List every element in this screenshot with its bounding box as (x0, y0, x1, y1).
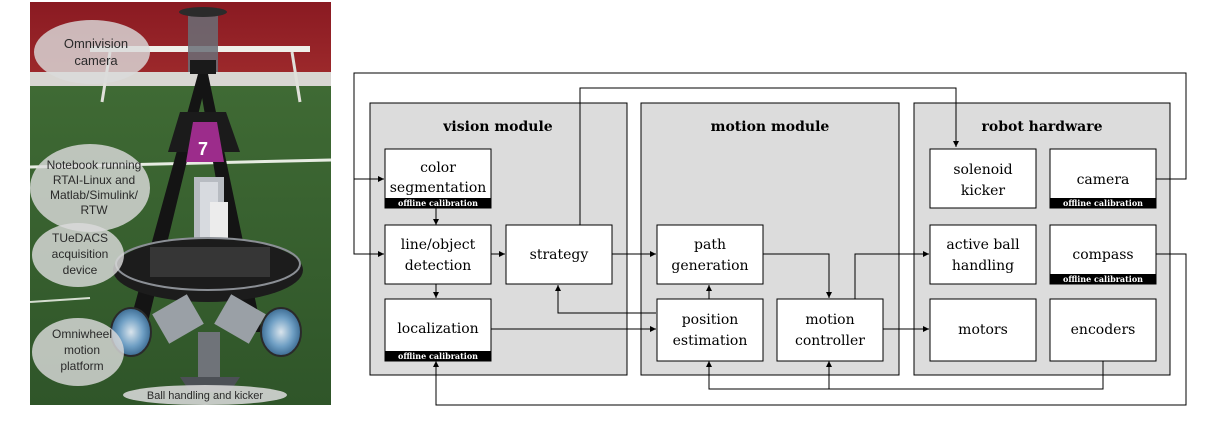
label-solenoid: solenoid (953, 162, 1012, 178)
label-compass: compass (1072, 247, 1133, 263)
label-notebook-line1: Notebook running (47, 158, 142, 172)
label-kicker: kicker (961, 183, 1006, 199)
label-tuedacs-line2: acquisition (52, 247, 109, 261)
label-tuedacs-line1: TUeDACS (52, 231, 108, 245)
label-color: color (420, 160, 456, 176)
label-omniwheel-line2: motion (64, 343, 100, 357)
label-omnivision-line1: Omnivision (64, 36, 128, 51)
robot-hardware-title: robot hardware (981, 119, 1102, 135)
label-notebook-line4: RTW (80, 203, 108, 217)
label-line-object: line/object (401, 237, 476, 253)
label-notebook-line3: Matlab/Simulink/ (50, 188, 139, 202)
label-segmentation: segmentation (390, 180, 487, 196)
label-omnivision-line2: camera (74, 53, 118, 68)
label-handling: handling (952, 258, 1014, 274)
label-strategy: strategy (530, 247, 589, 263)
label-motors: motors (958, 322, 1008, 338)
block-motors (929, 298, 1037, 362)
block-line-object-detection (384, 224, 492, 285)
label-position: position (682, 312, 739, 328)
block-solenoid-kicker (929, 148, 1037, 209)
label-omniwheel-line3: platform (60, 359, 103, 373)
label-encoders: encoders (1071, 322, 1136, 338)
label-camera: camera (1077, 172, 1130, 188)
label-estimation: estimation (673, 333, 748, 349)
block-encoders (1049, 298, 1157, 362)
offline-calibration-label-compass: offline calibration (1063, 274, 1143, 284)
label-tuedacs-line3: device (63, 263, 98, 277)
block-path-generation (656, 224, 764, 285)
block-strategy (505, 224, 613, 285)
label-omniwheel-line1: Omniwheel (52, 327, 112, 341)
label-ball-handling: Ball handling and kicker (147, 390, 264, 402)
label-localization: localization (397, 321, 478, 337)
vision-module-title: vision module (442, 119, 552, 135)
label-notebook-line2: RTAI-Linux and (53, 173, 135, 187)
motion-module-title: motion module (711, 119, 830, 135)
offline-calibration-bars (385, 198, 1156, 361)
label-path: path (694, 237, 726, 253)
offline-calibration-label-color: offline calibration (398, 198, 478, 208)
block-position-estimation (656, 298, 764, 362)
offline-calibration-label-camera: offline calibration (1063, 198, 1143, 208)
label-detection: detection (405, 258, 472, 274)
label-generation: generation (671, 258, 748, 274)
robot-number: 7 (198, 139, 208, 159)
block-motion-controller (776, 298, 884, 362)
label-controller: controller (795, 333, 865, 349)
label-active-ball: active ball (946, 237, 1020, 253)
robot-photo: 7 Omnivision camera Notebook running RTA… (30, 2, 331, 405)
offline-calibration-label-localization: offline calibration (398, 351, 478, 361)
label-motion: motion (805, 312, 854, 328)
block-active-ball-handling (929, 224, 1037, 285)
block-localization (384, 298, 492, 362)
